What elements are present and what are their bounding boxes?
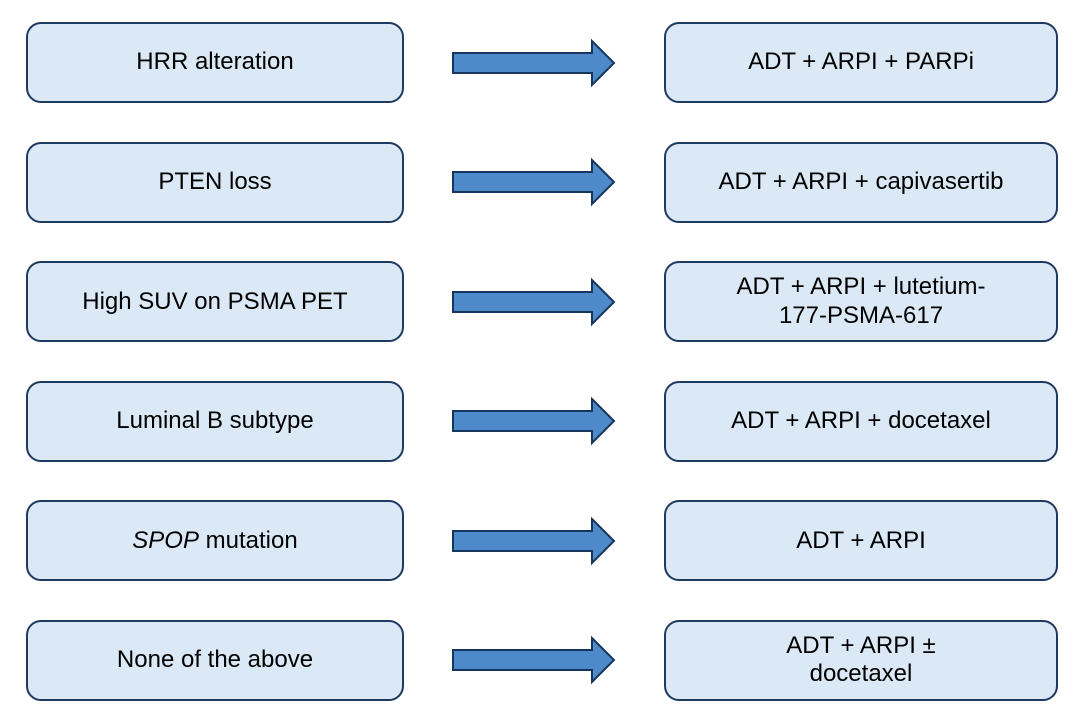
condition-gene-italic: SPOP — [132, 526, 199, 554]
condition-text: None of the above — [116, 646, 314, 674]
treatment-box-hrr: ADT + ARPI + PARPi — [664, 22, 1058, 103]
condition-label: Luminal B subtype — [116, 407, 313, 435]
right-arrow-icon — [452, 277, 616, 327]
right-arrow-icon — [452, 516, 616, 566]
condition-label: HRR alteration — [136, 48, 293, 76]
arrow-zone — [404, 396, 664, 446]
arrow-zone — [404, 516, 664, 566]
condition-text: High SUV on PSMA PET — [82, 287, 348, 315]
condition-text: mutation — [198, 526, 298, 554]
treatment-box-luminal: ADT + ARPI + docetaxel — [664, 380, 1058, 462]
condition-box-hrr: HRR alteration — [26, 22, 404, 103]
condition-label: High SUV on PSMA PET — [82, 288, 347, 316]
treatment-box-spop: ADT + ARPI — [664, 500, 1058, 582]
treatment-label: ADT + ARPI + capivasertib — [718, 167, 1004, 195]
condition-box-none: None of the above — [26, 619, 404, 701]
treatment-label: ADT + ARPI ± docetaxel — [786, 632, 936, 688]
treatment-box-none: ADT + ARPI ± docetaxel — [664, 619, 1058, 701]
flow-row-luminal: Luminal B subtype ADT + ARPI + docetaxel — [0, 380, 1080, 462]
treatment-box-psma: ADT + ARPI + lutetium- 177-PSMA-617 — [664, 261, 1058, 343]
condition-box-luminal: Luminal B subtype — [26, 380, 404, 462]
right-arrow-icon — [452, 157, 616, 207]
arrow-zone — [404, 277, 664, 327]
treatment-label: ADT + ARPI + docetaxel — [731, 407, 991, 435]
condition-text: Luminal B subtype — [116, 407, 314, 435]
condition-label: SPOP mutation — [132, 527, 297, 555]
condition-box-psma: High SUV on PSMA PET — [26, 261, 404, 343]
condition-label: PTEN loss — [158, 168, 271, 196]
flow-row-hrr: HRR alteration ADT + ARPI + PARPi — [0, 22, 1080, 103]
treatment-label: ADT + ARPI + lutetium- 177-PSMA-617 — [736, 273, 986, 329]
condition-box-pten: PTEN loss — [26, 141, 404, 223]
flow-row-none: None of the above ADT + ARPI ± docetaxel — [0, 619, 1080, 701]
treatment-label: ADT + ARPI — [796, 526, 926, 554]
condition-box-spop: SPOP mutation — [26, 500, 404, 582]
right-arrow-icon — [452, 636, 616, 685]
arrow-zone — [404, 635, 664, 685]
condition-text: HRR alteration — [136, 48, 294, 76]
flow-row-psma: High SUV on PSMA PET ADT + ARPI + luteti… — [0, 261, 1080, 343]
flow-row-pten: PTEN loss ADT + ARPI + capivasertib — [0, 141, 1080, 223]
condition-text: PTEN loss — [158, 167, 272, 195]
right-arrow-icon — [452, 396, 616, 446]
arrow-zone — [404, 157, 664, 207]
right-arrow-icon — [452, 38, 616, 87]
treatment-box-pten: ADT + ARPI + capivasertib — [664, 141, 1058, 223]
treatment-label: ADT + ARPI + PARPi — [748, 48, 974, 76]
arrow-zone — [404, 38, 664, 88]
flow-row-spop: SPOP mutation ADT + ARPI — [0, 500, 1080, 582]
condition-label: None of the above — [117, 646, 313, 674]
